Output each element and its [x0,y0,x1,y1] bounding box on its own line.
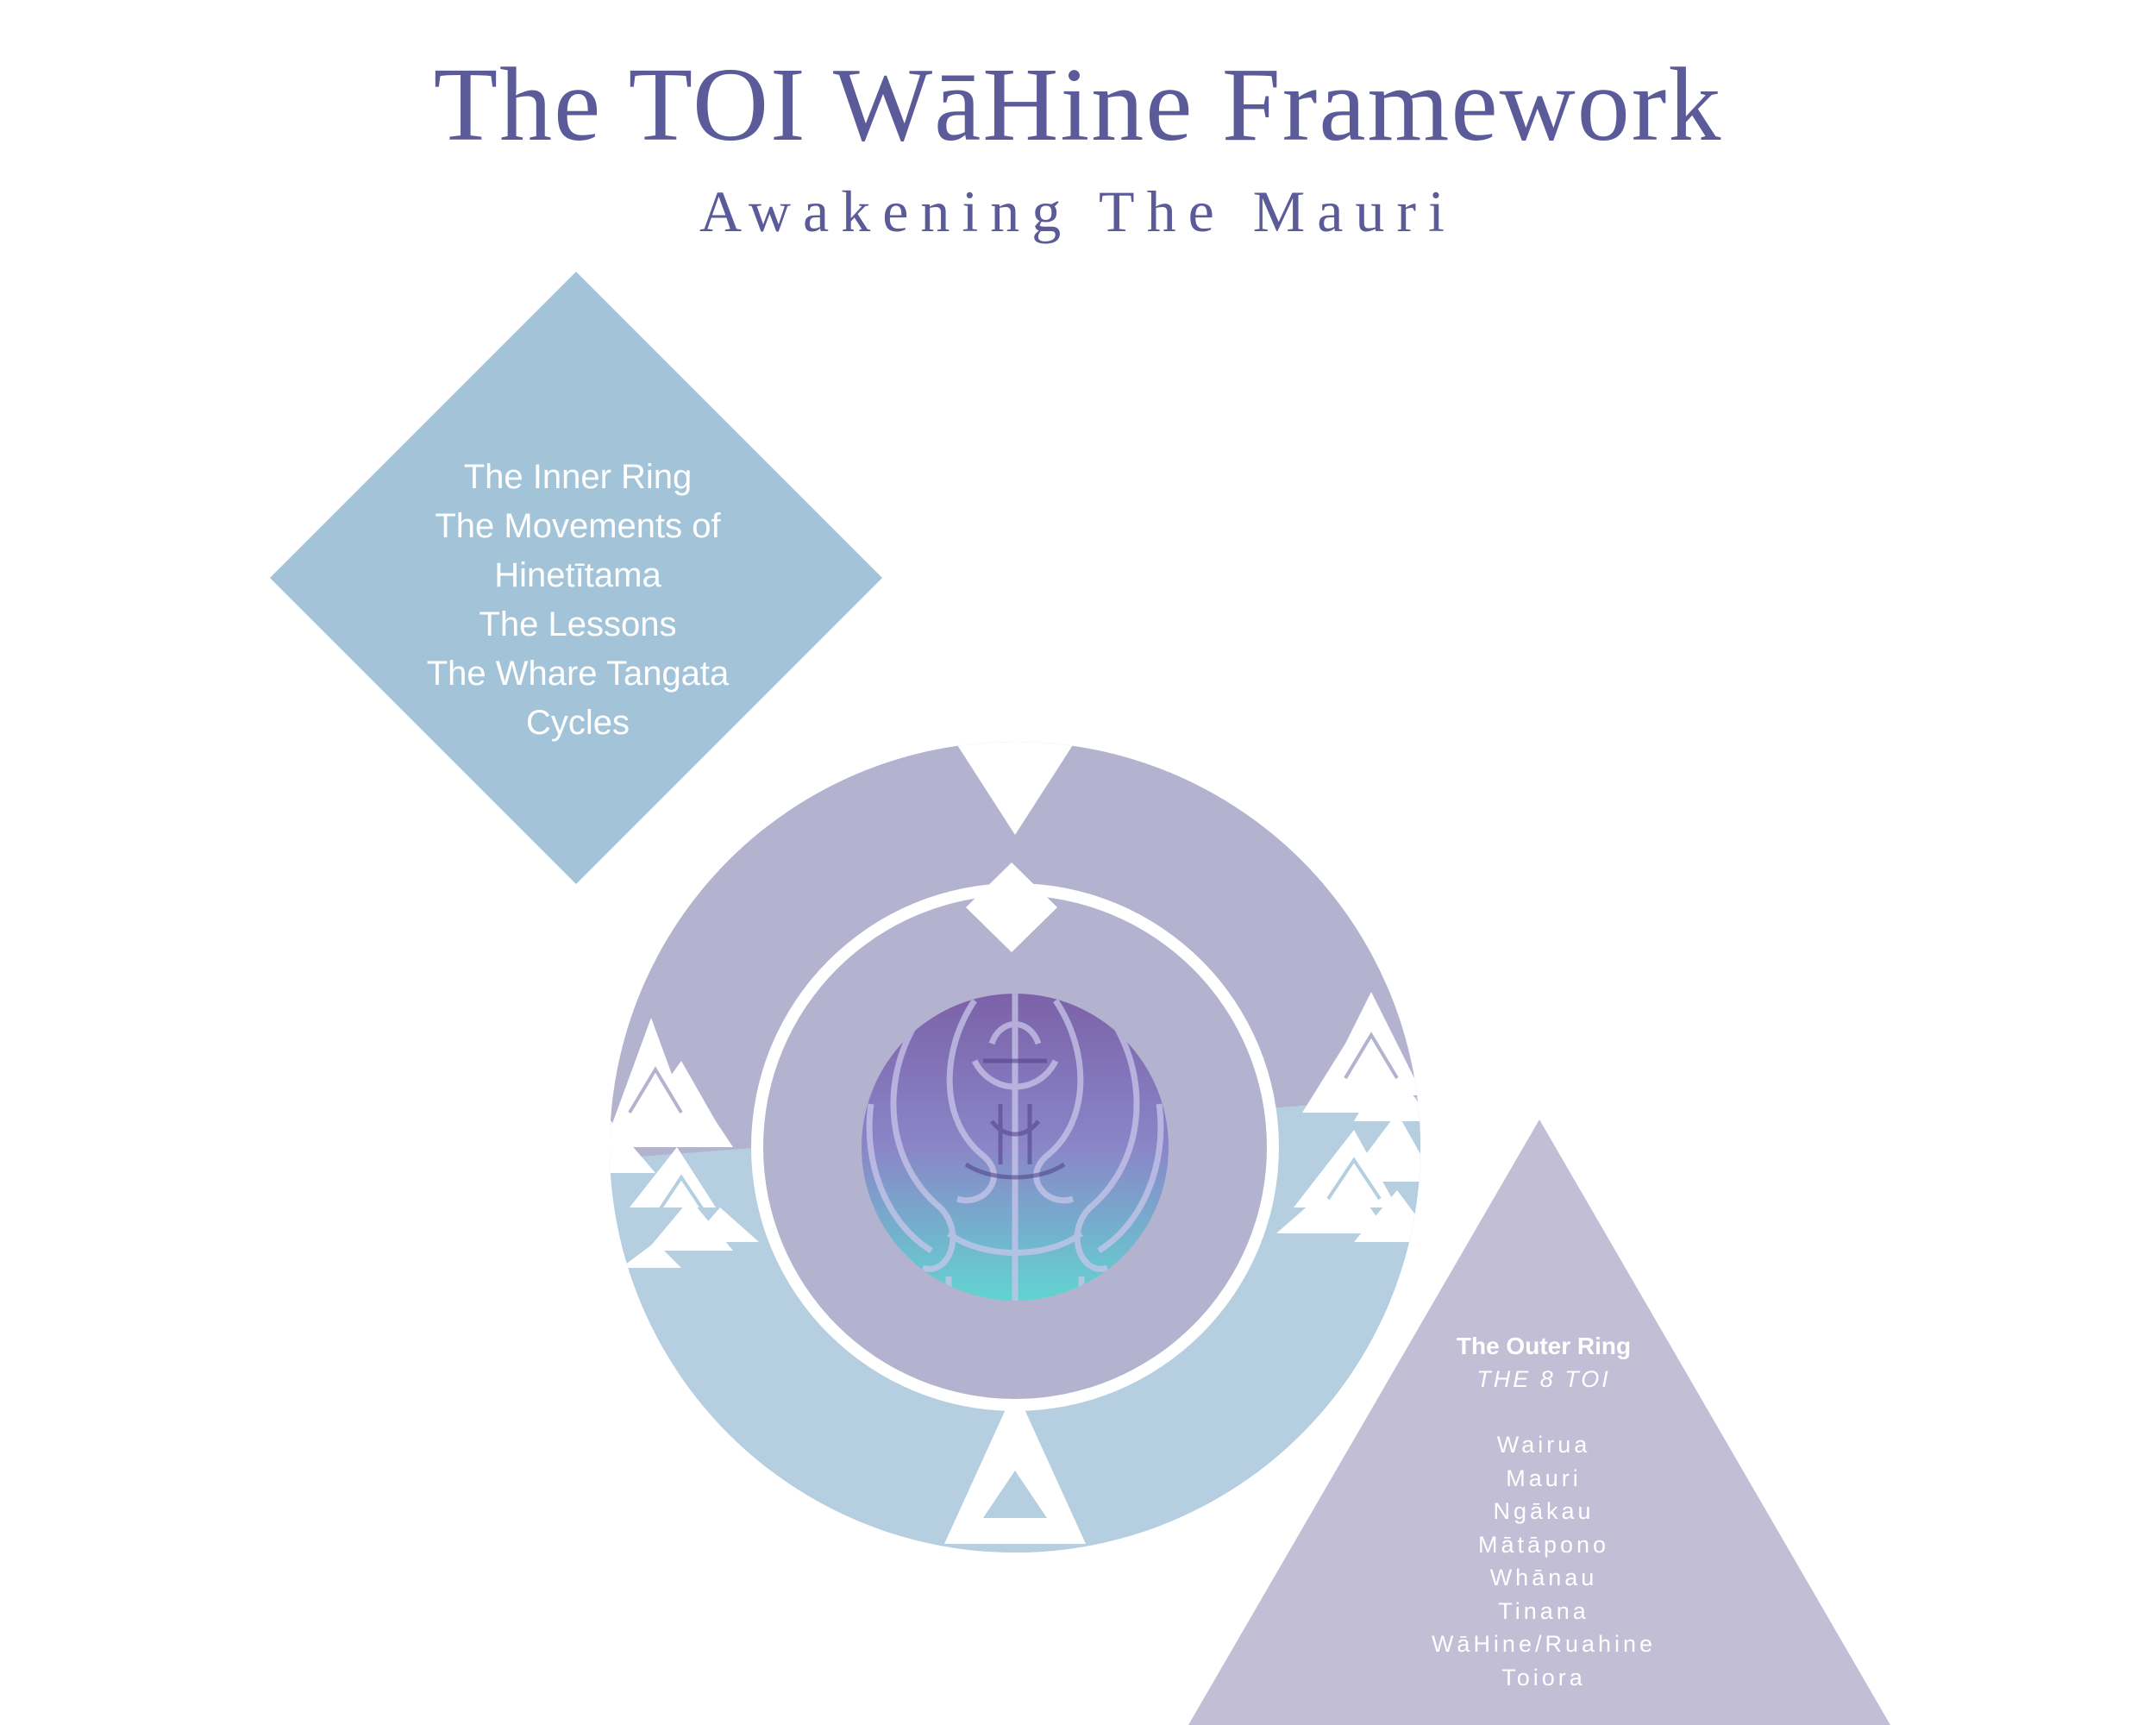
outer-ring-item: Mātāpono [1477,1531,1610,1558]
outer-ring-item: Wairua [1496,1432,1591,1458]
inner-ring-label: The Inner Ring The Movements of Hinetīta… [362,453,793,748]
bottom-notch [944,1389,1086,1544]
inner-ring-line: Hinetītama [494,556,661,594]
outer-ring-item: Toiora [1501,1664,1586,1690]
center-motif [862,994,1169,1301]
inner-ring-diamond [270,272,882,884]
left-triangle-pattern [610,1018,759,1268]
inner-diamond-marker [966,862,1057,952]
inner-ring-line: Cycles [525,704,630,742]
outer-ring-item: Ngākau [1493,1498,1595,1524]
outer-ring-item: WāHine/Ruahine [1431,1631,1657,1657]
inner-ring-line: The Movements of [435,507,721,545]
outer-ring-title: The Outer Ring [1456,1333,1632,1359]
outer-ring-label: The Outer Ring THE 8 TOI Wairua Mauri Ng… [1371,1330,1716,1694]
outer-ring-triangle [1188,1120,1890,1725]
page-title: The TOI WāHine Framework [433,47,1723,163]
outer-ring-item: Tinana [1498,1597,1589,1624]
page-subtitle: Awakening The Mauri [699,179,1457,244]
outer-ring-subtitle: THE 8 TOI [1476,1366,1611,1392]
inner-ring-line: The Inner Ring [463,458,693,496]
inner-ring-line: The Lessons [479,605,677,643]
outer-ring-item: Whānau [1489,1565,1598,1590]
inner-ring-line: The Whare Tangata [426,655,730,693]
outer-ring-item: Mauri [1506,1465,1582,1491]
